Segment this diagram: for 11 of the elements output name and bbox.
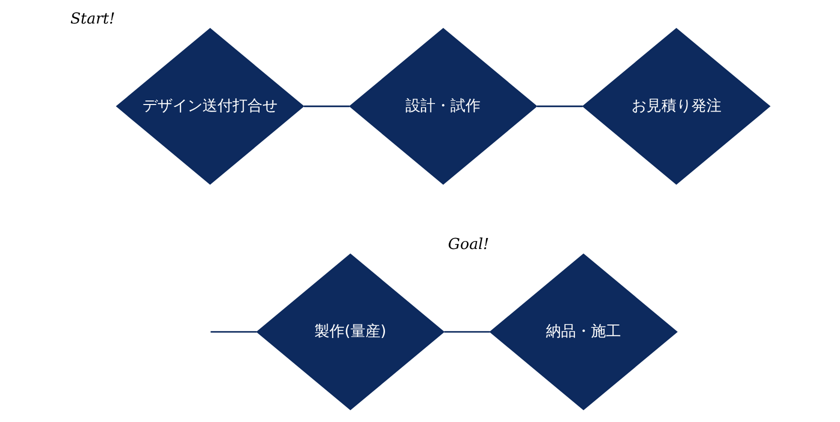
node-diamond: 製作(量産) <box>256 253 445 410</box>
node-diamond: 納品・施工 <box>489 253 678 410</box>
node-diamond: デザイン送付打合せ <box>116 28 304 185</box>
node-diamond: 設計・試作 <box>349 28 538 185</box>
connector <box>304 106 350 108</box>
node-diamond: お見積り発注 <box>582 28 771 185</box>
connector <box>444 331 490 333</box>
connector <box>210 331 257 333</box>
node-label: Goal! <box>448 234 490 253</box>
node-label: Start! <box>70 9 116 28</box>
connector <box>537 106 583 108</box>
